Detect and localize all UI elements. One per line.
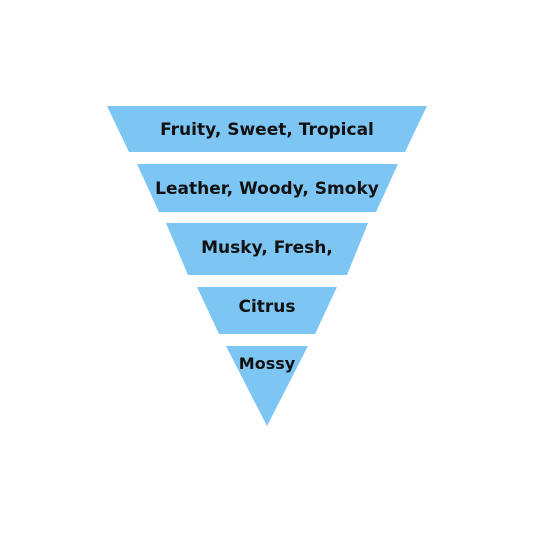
tier-4-shape bbox=[197, 287, 337, 334]
tier-5-shape bbox=[226, 346, 308, 426]
tier-2-shape bbox=[137, 164, 398, 212]
tier-2-label: Leather, Woody, Smoky bbox=[155, 179, 379, 199]
tier-3-label: Musky, Fresh, bbox=[201, 238, 333, 258]
tier-4-label: Citrus bbox=[238, 297, 295, 317]
tier-1-shape bbox=[107, 106, 427, 152]
tier-1-label: Fruity, Sweet, Tropical bbox=[160, 120, 374, 140]
tier-3-shape bbox=[166, 223, 368, 275]
tier-5-label: Mossy bbox=[239, 354, 296, 373]
